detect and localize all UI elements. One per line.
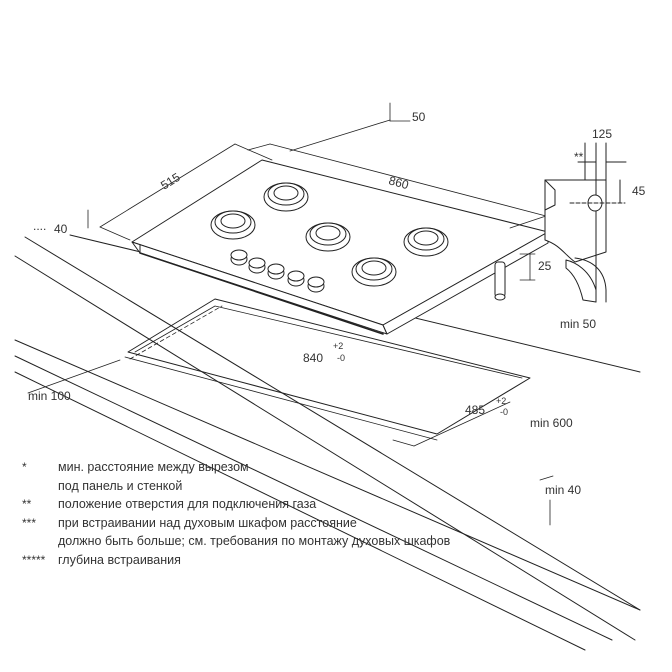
legend-item-5: должно быть больше; см. требования по мо… [22,532,542,551]
knob-4 [287,270,305,287]
legend-mark: ** [22,497,32,512]
label-width: 860 [387,173,410,192]
legend-item-2: под панель и стенкой [22,477,542,496]
legend-text: мин. расстояние между вырезом [58,460,249,474]
label-cutout-depth-tol-minus: -0 [500,407,508,417]
burners [210,182,449,287]
burner-center [305,222,351,252]
knobs [230,249,325,293]
legend-mark [22,477,58,496]
label-cutout-depth-tol-plus: +2 [496,396,506,406]
cutout [127,298,531,435]
legend-text: под панель и стенкой [58,478,183,493]
legend-mark: *** [22,515,37,530]
side-detail [544,142,627,303]
label-front-marker: .... [33,219,46,233]
knob-2 [248,257,266,274]
legend-text: при встраивании над духовым шкафом расст… [58,515,357,530]
knob-3 [267,263,285,280]
label-worktop-min-depth: min 600 [530,416,573,430]
label-min-side: min 40 [545,483,581,497]
legend-mark: ***** [22,552,46,567]
label-cutout-width: 840 [303,351,323,365]
label-cutout-width-tol-minus: -0 [337,353,345,363]
legend-item-3: ** положение отверстия для подключения г… [22,495,542,514]
dimension-lines [27,102,554,526]
label-cutout-depth: 485 [465,403,485,417]
burner-front-left [210,210,256,240]
label-min-front: min 100 [28,389,71,403]
legend: * мин. расстояние между вырезом под пане… [22,458,542,570]
label-side-marker: ** [574,150,584,164]
legend-item-6: ***** глубина встраивания [22,551,542,570]
burner-back-right [403,227,449,257]
label-side-cut-vertical: 45 [632,184,646,198]
legend-text: должно быть больше; см. требования по мо… [58,534,451,549]
label-side-cut-horizontal: 125 [592,127,612,141]
legend-text: положение отверстия для подключения газа [58,497,317,512]
knob-1 [230,249,248,266]
burner-front-right [351,257,397,287]
label-cutout-width-tol-plus: +2 [333,341,343,351]
legend-mark: * [22,460,27,474]
burner-back-left [263,182,309,212]
legend-item-4: *** при встраивании над духовым шкафом р… [22,514,542,533]
label-height: 25 [538,259,552,273]
label-top-gap: 50 [412,110,426,124]
label-depth-front: 40 [54,222,68,236]
legend-text: глубина встраивания [58,552,181,567]
legend-mark [22,532,58,551]
legend-item-1: * мин. расстояние между вырезом [22,458,542,477]
knob-5 [307,276,325,293]
label-min-wall: min 50 [560,317,596,331]
